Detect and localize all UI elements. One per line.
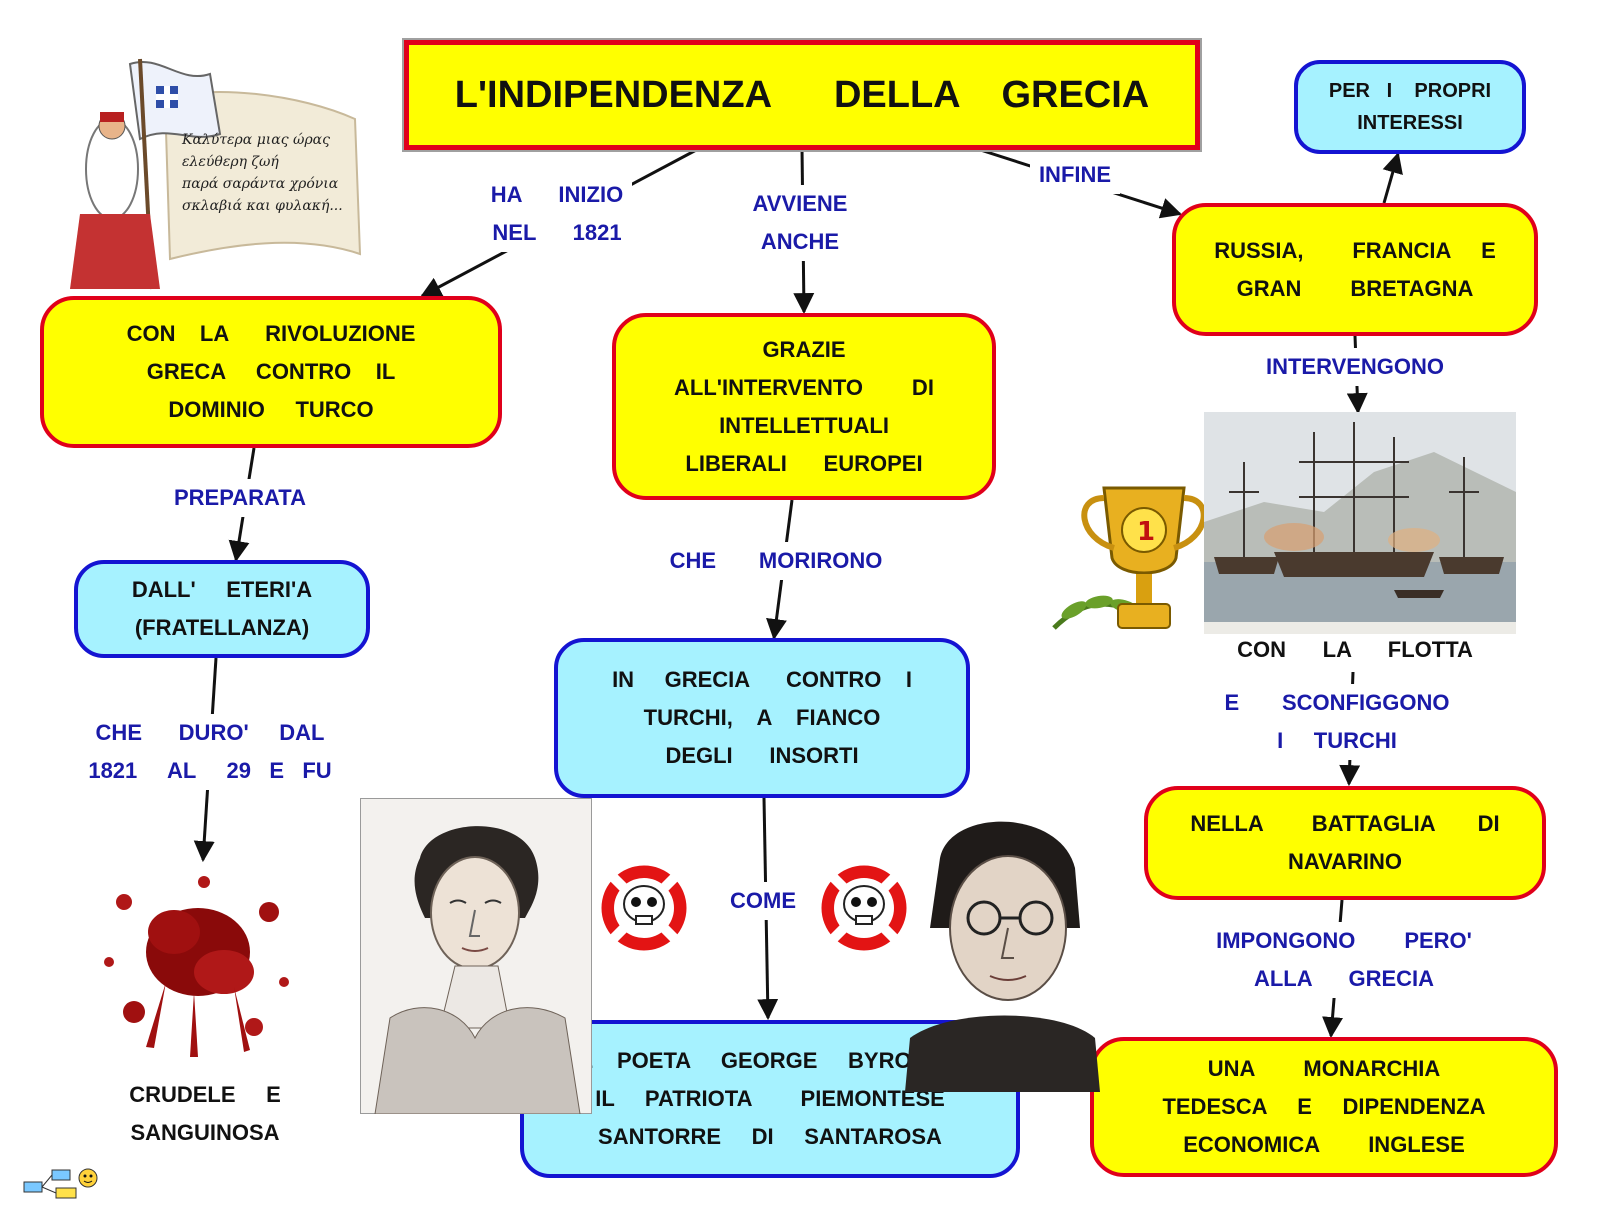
node-line: CON LA FLOTTA [1237, 637, 1473, 662]
node-line: SANGUINOSA [130, 1120, 280, 1145]
santarosa-portrait-image [905, 821, 1100, 1092]
node-flotta: CON LA FLOTTA [1210, 631, 1500, 669]
trophy-icon: 1 [1052, 486, 1207, 630]
label-line: 1821 AL 29 E FU [88, 758, 332, 783]
flag-text-line: σκλαβιά και φυλακή... [182, 198, 343, 214]
flag-text-line: παρά σαράντα χρόνια [181, 176, 339, 192]
node-grecia-turchi: IN GRECIA CONTRO I TURCHI, A FIANCO DEGL… [554, 638, 970, 798]
node-line: RUSSIA, FRANCIA E [1214, 237, 1496, 263]
node-line: UNA MONARCHIA [1207, 1056, 1441, 1081]
greek-revolutionary-flag-image: Καλύτερα μιας ώρας ελεύθερη ζωή παρά σαρ… [60, 44, 370, 294]
label-impongono: IMPONGONO PERO' ALLA GRECIA [1194, 922, 1494, 998]
label-line: ANCHE [760, 229, 840, 254]
lord-byron-portrait-image [360, 798, 592, 1114]
label-come: COME [718, 882, 808, 920]
label-infine: INFINE [1030, 156, 1120, 194]
label-line: PREPARATA [174, 485, 306, 510]
node-line: TEDESCA E DIPENDENZA [1162, 1094, 1486, 1119]
node-line: (FRATELLANZA) [134, 615, 310, 640]
mindmap-logo-icon [23, 1168, 98, 1199]
label-line: INTERVENGONO [1265, 354, 1445, 379]
page-title: L'INDIPENDENZA DELLA GRECIA [402, 38, 1202, 152]
label-line: NEL 1821 [492, 220, 622, 245]
blood-splatter-image [104, 876, 289, 1057]
node-monarchia: UNA MONARCHIA TEDESCA E DIPENDENZA ECONO… [1090, 1037, 1558, 1177]
label-preparata: PREPARATA [160, 479, 320, 517]
node-line: SANTORRE DI SANTAROSA [598, 1124, 942, 1149]
svg-text:1: 1 [1137, 517, 1155, 547]
node-potenze: RUSSIA, FRANCIA E GRAN BRETAGNA [1172, 203, 1538, 336]
node-line: TURCHI, A FIANCO [643, 705, 881, 730]
label-line: CHE MORIRONO [669, 548, 883, 573]
label-line: COME [730, 888, 796, 913]
edge-potenze-interessi [1382, 151, 1403, 204]
node-line: INTELLETTUALI [719, 412, 889, 438]
node-line: ALL'INTERVENTO DI [674, 374, 934, 400]
node-line: PER I PROPRI [1328, 80, 1492, 102]
skull-crossbones-icon [598, 862, 690, 954]
node-line: IL PATRIOTA PIEMONTESE [595, 1086, 945, 1111]
node-line: NELLA BATTAGLIA DI [1190, 811, 1500, 836]
label-intervengono: INTERVENGONO [1250, 348, 1460, 386]
node-line: DEGLI INSORTI [665, 743, 859, 768]
node-eteria: DALL' ETERI'A (FRATELLANZA) [74, 560, 370, 658]
node-line: CRUDELE E [129, 1082, 281, 1107]
label-morirono: CHE MORIRONO [652, 542, 900, 580]
node-line: LIBERALI EUROPEI [685, 450, 923, 476]
node-navarino: NELLA BATTAGLIA DI NAVARINO [1144, 786, 1546, 900]
skull-crossbones-icon [818, 862, 910, 954]
label-avviene: AVVIENE ANCHE [740, 185, 860, 261]
node-line: GRAN BRETAGNA [1236, 275, 1474, 301]
node-intellettuali: GRAZIE ALL'INTERVENTO DI INTELLETTUALI L… [612, 313, 996, 500]
label-line: INFINE [1038, 162, 1112, 187]
node-line: GRECA CONTRO IL [146, 359, 396, 384]
label-duro: CHE DURO' DAL 1821 AL 29 E FU [82, 714, 338, 790]
label-line: HA INIZIO [490, 182, 624, 207]
label-line: ALLA GRECIA [1253, 966, 1435, 991]
label-line: E SCONFIGGONO [1224, 690, 1450, 715]
label-inizio: HA INIZIO NEL 1821 [482, 176, 632, 252]
flag-text-line: Καλύτερα μιας ώρας [181, 132, 330, 148]
node-crudele: CRUDELE E SANGUINOSA [90, 1076, 320, 1152]
node-line: ECONOMICA INGLESE [1183, 1132, 1465, 1157]
node-rivoluzione: CON LA RIVOLUZIONE GRECA CONTRO IL DOMIN… [40, 296, 502, 448]
node-line: CON LA RIVOLUZIONE [126, 321, 416, 346]
label-line: CHE DURO' DAL [95, 720, 325, 745]
label-sconfiggono: E SCONFIGGONO I TURCHI [1204, 684, 1470, 760]
node-line: IN GRECIA CONTRO I [612, 667, 912, 692]
naval-battle-painting-image [1204, 412, 1516, 634]
node-interessi: PER I PROPRI INTERESSI [1294, 60, 1526, 154]
node-line: DOMINIO TURCO [168, 397, 374, 422]
flag-text-line: ελεύθερη ζωή [182, 154, 279, 170]
node-line: NAVARINO [1287, 849, 1403, 874]
label-line: AVVIENE [752, 191, 848, 216]
node-line: GRAZIE [762, 336, 846, 362]
label-line: IMPONGONO PERO' [1216, 928, 1472, 953]
label-line: I TURCHI [1277, 728, 1397, 753]
node-line: DALL' ETERI'A [131, 577, 313, 602]
node-line: INTERESSI [1357, 112, 1463, 134]
